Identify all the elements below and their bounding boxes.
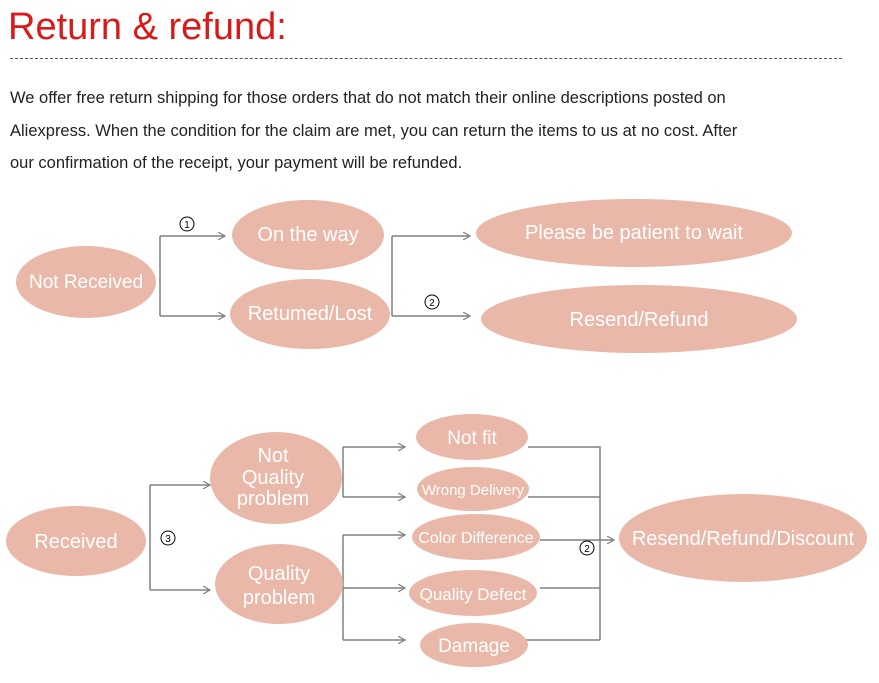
node-resend-refund-discount: Resend/Refund/Discount [619,494,867,582]
svg-text:3: 3 [165,534,171,545]
svg-text:1: 1 [184,220,190,231]
node-label: Not fit [447,428,497,449]
node-label: problem [243,587,315,609]
node-label: Not [257,445,289,467]
node-label: Please be patient to wait [525,222,743,244]
svg-text:2: 2 [429,298,435,309]
node-wrong-delivery: Wrong Delivery [417,467,529,511]
node-label: problem [237,488,309,510]
svg-text:2: 2 [584,544,590,555]
node-label: Quality [248,563,310,585]
node-damage: Damage [420,623,528,667]
node-color-difference: Color Difference [412,514,540,560]
intro-line: Aliexpress. When the condition for the c… [10,121,738,140]
node-quality-problem: Quality problem [215,544,343,624]
node-not-fit: Not fit [416,414,528,460]
node-quality-defect: Quality Defect [409,570,537,616]
intro-line: our confirmation of the receipt, your pa… [10,154,463,172]
page-title: Return & refund: [8,6,287,48]
node-label: Resend/Refund [570,309,709,331]
dashed-divider [10,58,842,59]
node-label: On the way [257,224,358,246]
node-label: Retumed/Lost [248,303,373,325]
node-label: Resend/Refund/Discount [632,528,855,550]
node-label: Received [34,531,117,553]
connector-group-not-received [159,236,470,316]
node-please-wait: Please be patient to wait [476,199,792,267]
node-label: Not Received [29,272,143,293]
node-resend-refund: Resend/Refund [481,285,797,353]
node-label: Wrong Delivery [422,482,525,499]
node-received: Received [6,506,146,576]
node-label: Quality [242,467,304,489]
marker-2: 2 [424,294,440,310]
intro-paragraph: We offer free return shipping for those … [10,82,855,180]
marker-1: 1 [179,216,195,232]
marker-2-received: 2 [579,540,595,556]
node-label: Color Difference [418,530,533,547]
node-returned-lost: Retumed/Lost [230,279,390,349]
node-label: Damage [438,636,510,657]
connector-line [528,446,601,640]
node-label: Quality Defect [420,585,527,604]
node-not-quality-problem: Not Quality problem [210,432,342,524]
marker-3: 3 [160,530,176,546]
node-not-received: Not Received [16,246,156,318]
node-on-the-way: On the way [232,200,384,270]
connector-group-received [149,446,614,640]
intro-line: We offer free return shipping for those … [10,89,726,107]
